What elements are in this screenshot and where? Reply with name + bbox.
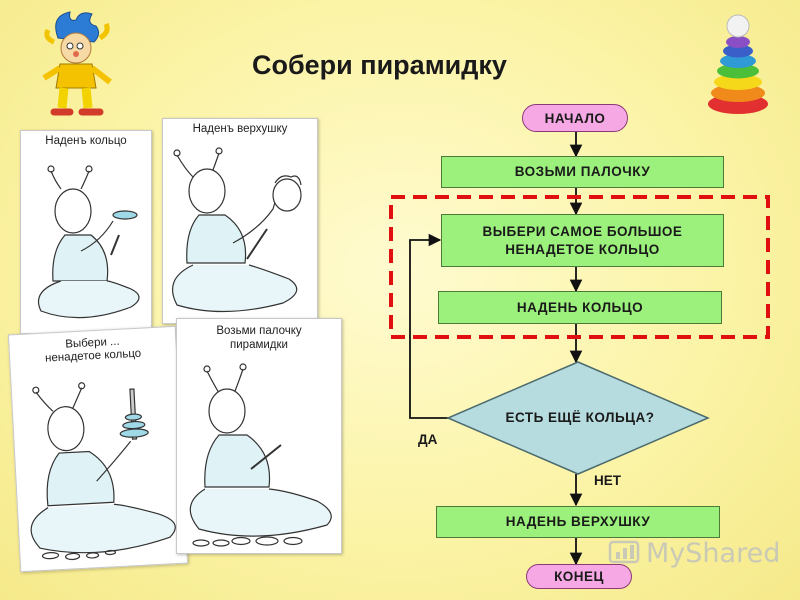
step-put-ring: НАДЕНЬ КОЛЬЦО bbox=[438, 291, 722, 324]
no-label: НЕТ bbox=[594, 473, 621, 488]
step-choose-line1: ВЫБЕРИ САМОЕ БОЛЬШОЕ bbox=[482, 223, 683, 239]
cartoon-character-icon bbox=[42, 11, 112, 116]
watermark-text: MyShared bbox=[646, 538, 781, 569]
card-caption: Наденъ кольцо bbox=[45, 135, 127, 147]
card-caption: Наденъ верхушку bbox=[192, 123, 288, 135]
step-take-stick: ВОЗЬМИ ПАЛОЧКУ bbox=[441, 156, 724, 188]
illustration-card-put-ring: Наденъ кольцо bbox=[20, 130, 152, 334]
card-caption-line1: Возьми палочку bbox=[216, 325, 302, 337]
loop-highlight-frame bbox=[389, 195, 770, 339]
card-caption-line2: пирамидки bbox=[230, 339, 288, 351]
ring-pyramid-toy-icon bbox=[708, 14, 768, 114]
decision-diamond bbox=[446, 361, 710, 475]
illustration-card-choose-ring: Выбери ... ненадетое кольцо bbox=[7, 325, 189, 573]
step-choose-line2: НЕНАДЕТОЕ КОЛЬЦО bbox=[505, 241, 660, 257]
flowchart-start: НАЧАЛО bbox=[522, 104, 628, 132]
illustration-card-take-stick: Возьми палочку пирамидки bbox=[176, 318, 342, 554]
flowchart-end: КОНЕЦ bbox=[526, 564, 632, 589]
step-choose-largest-ring: ВЫБЕРИ САМОЕ БОЛЬШОЕ НЕНАДЕТОЕ КОЛЬЦО bbox=[441, 214, 724, 267]
alien-with-ring-drawing bbox=[37, 165, 140, 319]
yes-label: ДА bbox=[418, 432, 438, 447]
condition-more-rings: ЕСТЬ ЕЩЁ КОЛЬЦА? bbox=[505, 410, 655, 425]
slide-title: Собери пирамидку bbox=[252, 50, 507, 80]
myshared-logo-icon bbox=[608, 540, 640, 564]
alien-with-top-drawing bbox=[172, 147, 302, 313]
illustration-card-put-top: Наденъ верхушку bbox=[162, 118, 318, 324]
alien-with-stick-drawing bbox=[189, 363, 332, 547]
step-put-top: НАДЕНЬ ВЕРХУШКУ bbox=[436, 506, 720, 538]
alien-with-pyramid-drawing bbox=[30, 382, 176, 561]
